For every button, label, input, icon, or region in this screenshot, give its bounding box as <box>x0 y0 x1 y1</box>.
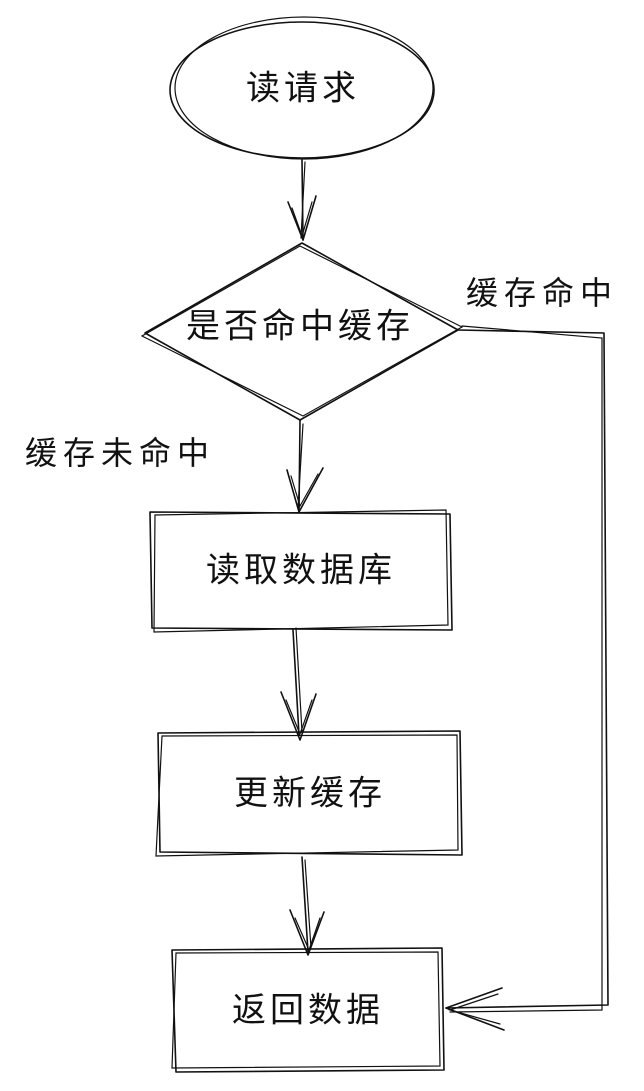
edge-label-cache-miss: 缓存未命中 <box>25 434 215 472</box>
arrow-update-cache-to-return <box>289 856 325 956</box>
return-data-node-label: 返回数据 <box>232 991 384 1031</box>
return-data-node[interactable]: 返回数据 <box>171 947 445 1073</box>
update-cache-node[interactable]: 更新缓存 <box>155 730 463 857</box>
arrow-decision-to-read-db <box>286 419 324 513</box>
arrow-start-to-decision <box>287 159 317 241</box>
start-node[interactable]: 读请求 <box>169 16 435 160</box>
start-node-label: 读请求 <box>246 69 360 109</box>
read-db-node[interactable]: 读取数据库 <box>149 509 453 633</box>
decision-node[interactable]: 是否命中缓存 <box>140 242 464 421</box>
edge-label-cache-hit: 缓存命中 <box>466 274 618 312</box>
arrow-read-db-to-update-cache <box>280 627 317 741</box>
arrow-hit-to-return <box>445 325 609 1031</box>
read-db-node-label: 读取数据库 <box>206 551 396 591</box>
decision-node-label: 是否命中缓存 <box>186 307 414 347</box>
update-cache-node-label: 更新缓存 <box>234 774 386 814</box>
